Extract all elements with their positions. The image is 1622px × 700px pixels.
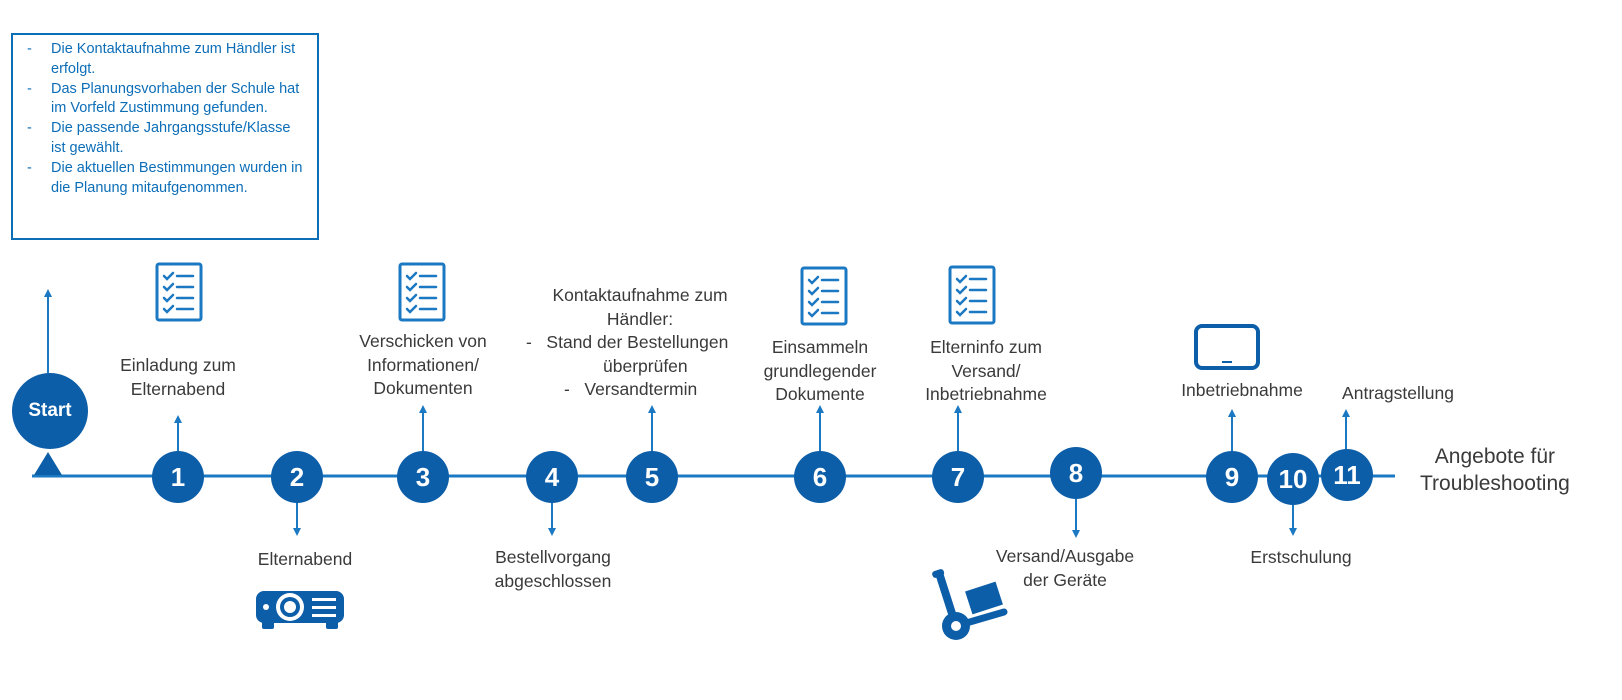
start-base-triangle: [34, 452, 62, 475]
step-circle-11: 11: [1321, 449, 1373, 501]
start-node: Start: [12, 373, 88, 449]
step-9-label: Inbetriebnahme: [1181, 380, 1303, 400]
step-5-sub-list: - Stand der Bestellungen überprüfen - Ve…: [526, 331, 766, 402]
step-circle-2: 2: [271, 451, 323, 503]
step-circle-4: 4: [526, 451, 578, 503]
projector-icon: [256, 591, 344, 629]
step-circle-6: 6: [794, 451, 846, 503]
hand-truck-icon: [932, 569, 1008, 640]
precondition-item: Die passende Jahrgangsstufe/Klasse ist g…: [27, 119, 307, 159]
checklist-icon: [155, 262, 203, 322]
preconditions-list: Die Kontaktaufnahme zum Händler ist erfo…: [27, 40, 307, 198]
tablet-icon: [1194, 324, 1260, 370]
step-circle-7: 7: [932, 451, 984, 503]
precondition-item: Das Planungsvorhaben der Schule hat im V…: [27, 80, 307, 120]
preconditions-box: Die Kontaktaufnahme zum Händler ist erfo…: [11, 33, 319, 240]
checklist-icon: [948, 265, 996, 325]
step-5-sub-item: Versandtermin: [584, 379, 698, 399]
checklist-icon: [800, 266, 848, 326]
step-circle-5: 5: [626, 451, 678, 503]
step-circle-8: 8: [1050, 447, 1102, 499]
step-circle-9: 9: [1206, 451, 1258, 503]
checklist-icon: [398, 262, 446, 322]
step-5-sub-item-cont: überprüfen: [603, 355, 688, 376]
precondition-item: Die aktuellen Bestimmungen wurden in die…: [27, 159, 307, 199]
step-5-sub-item: Stand der Bestellungen: [546, 332, 729, 352]
step-11-label: Antragstellung: [1342, 383, 1454, 403]
step-circle-3: 3: [397, 451, 449, 503]
step-2-label: Elternabend: [257, 549, 353, 569]
step-circle-1: 1: [152, 451, 204, 503]
precondition-item: Die Kontaktaufnahme zum Händler ist erfo…: [27, 40, 307, 80]
step-10-label: Erstschulung: [1250, 547, 1352, 567]
step-circle-10: 10: [1267, 453, 1319, 505]
